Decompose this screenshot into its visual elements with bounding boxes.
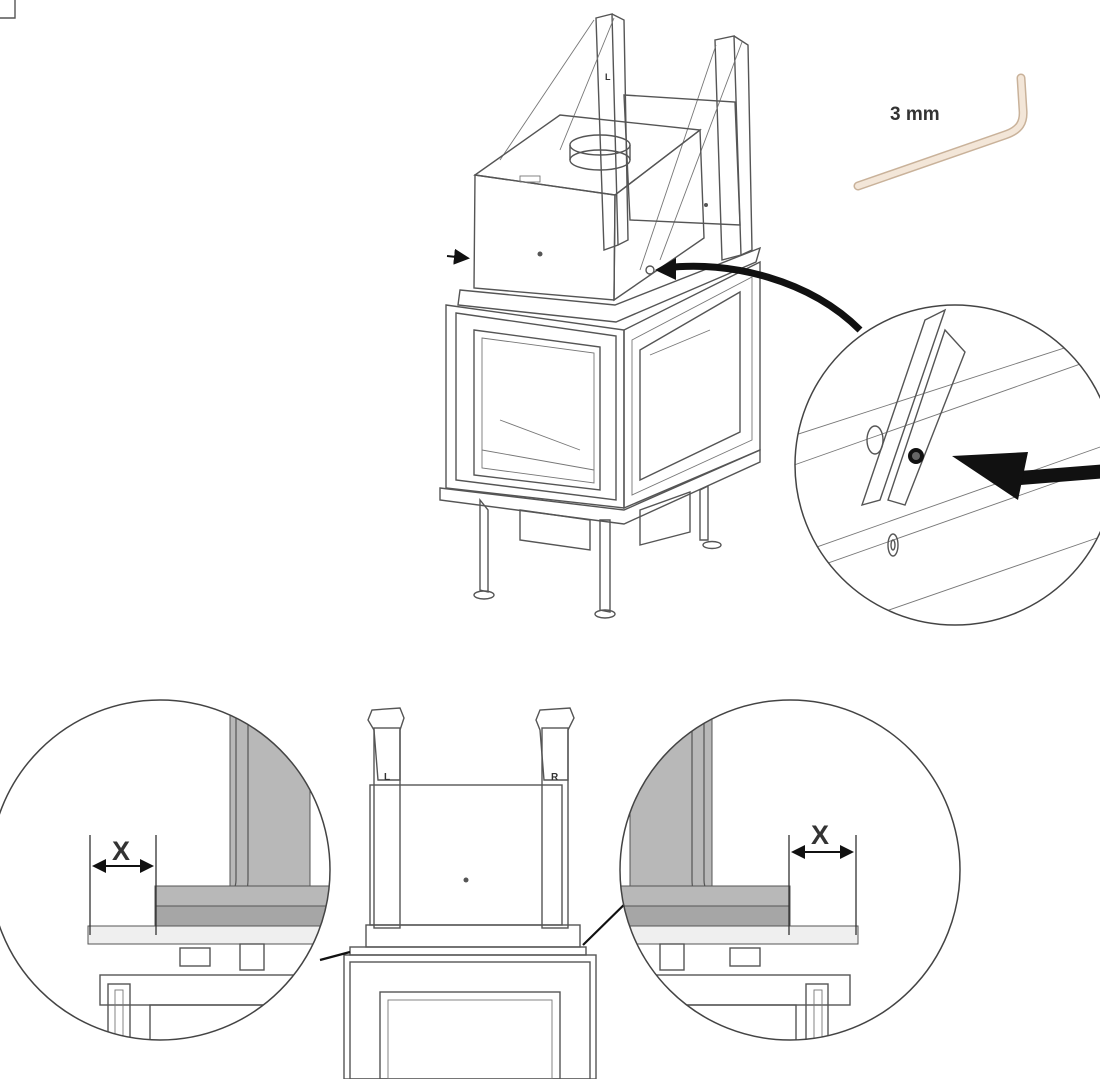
iso-left-post-mark: L (605, 72, 611, 82)
convection-box (473, 114, 708, 302)
front-door-frame (445, 304, 625, 509)
left-gap-x-label: X (112, 836, 130, 866)
right-gap-zoom-circle: X (619, 699, 961, 1041)
front-view: L R (343, 707, 597, 1079)
box-side-arrow (446, 248, 470, 265)
fireplace-insert-iso: L (439, 13, 762, 619)
base-legs (439, 448, 761, 619)
front-box (369, 784, 563, 926)
pointer-arrow (664, 262, 863, 333)
screw-location (645, 265, 655, 275)
front-left-post-mark: L (384, 772, 390, 783)
left-gap-zoom-circle: X (0, 699, 331, 1041)
detail-zoom-circle (794, 304, 1100, 626)
right-gap-x-label: X (811, 820, 829, 850)
front-right-post-mark: R (551, 772, 559, 783)
allen-key-illustration (853, 73, 1028, 191)
corner-bracket-mark (0, 0, 16, 19)
wrench-size-label: 3 mm (890, 104, 940, 125)
